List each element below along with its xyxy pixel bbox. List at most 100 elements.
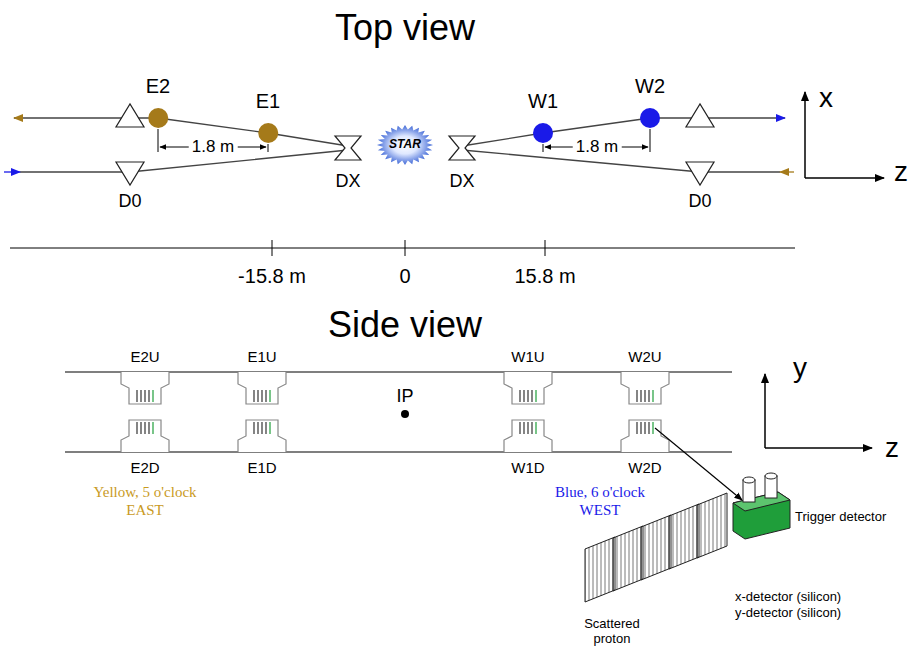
diagram-label: E2D [130,459,159,476]
view-title: Side view [328,304,482,345]
diagram-label: E2U [130,348,159,365]
roman-pot [269,422,270,434]
diagram-label: W1D [511,459,544,476]
roman-pot [152,422,153,434]
roman-pot [621,420,669,452]
interaction-point [401,410,409,418]
diagram-label: Yellow, 5 o'clock [93,484,196,501]
roman-pot [148,422,149,434]
roman-pot-station: W1 [525,90,561,143]
silicon-plane [641,515,671,580]
roman-pot [648,390,649,402]
diagram-label: W2D [628,459,661,476]
roman-pot [253,390,254,402]
diagram-label: y [793,352,807,384]
trigger-detector [733,492,790,539]
roman-pot [527,390,528,402]
roman-pot [136,390,137,402]
axis-arrow [805,92,884,178]
axis-arrow [804,92,806,178]
diagram-label: D0 [118,191,141,212]
diagram-label: 0 [399,265,410,288]
roman-pot [144,390,145,402]
diagram-label: Trigger detector [795,510,886,525]
beam-line [20,150,348,172]
diagram-label: Scattered proton [576,617,648,647]
silicon-plane [697,493,727,558]
roman-pot [261,422,262,434]
roman-pot [238,372,286,404]
diagram-label: E1U [247,348,276,365]
diagram-label: DX [449,171,474,192]
d0-magnet [686,162,714,185]
dimension-line [650,129,651,152]
roman-pot-station: W2 [632,75,668,128]
roman-pot [640,422,641,434]
scale-axis [272,240,273,256]
diagram-label: z [894,156,908,188]
station-marker [525,122,561,144]
roman-pot [519,422,520,434]
roman-pot [535,422,536,434]
roman-pot [504,372,552,404]
station-name: E1 [253,90,283,113]
beam-line [462,118,785,146]
silicon-plane [669,504,699,569]
diagram-label: W1U [511,348,544,365]
scale-axis [10,248,795,249]
diagram-label: D0 [688,191,711,212]
detector-burst: STAR [377,125,433,165]
d0-magnet [116,104,144,127]
roman-pot [121,372,169,404]
diagram-label: IP [396,386,413,407]
silicon-plane [613,526,643,591]
roman-pot [504,420,552,452]
roman-pot [535,390,536,402]
roman-pot [636,422,637,434]
roman-pot [644,422,645,434]
trigger-detector [733,492,790,511]
roman-pot [523,390,524,402]
roman-pot [121,372,669,452]
d0-magnet [686,104,714,127]
roman-pot [644,390,645,402]
trigger-detector [765,473,777,479]
roman-pot [265,390,266,402]
station-marker [253,122,283,144]
roman-pot [636,390,637,402]
roman-pot [140,390,141,402]
roman-pot [652,390,653,402]
roman-pot [527,422,528,434]
roman-pot [640,390,641,402]
station-marker [148,108,168,128]
view-title: Top view [335,7,475,48]
roman-pot [648,422,649,434]
roman-pot [261,390,262,402]
dx-magnet [335,136,361,160]
roman-pot [238,420,286,452]
roman-pot-station: E2 [143,75,173,128]
d0-magnet [116,104,714,185]
station-name: W2 [632,75,668,98]
beam-line [14,118,348,146]
diagram-label: 1.8 m [573,137,622,157]
detector-name: STAR [389,138,421,152]
roman-pot [531,390,532,402]
diagram-label: z [885,432,899,464]
diagram-label: DX [335,171,360,192]
roman-pot [144,422,145,434]
axis-arrow [764,374,766,448]
diagram-label: 15.8 m [514,265,575,288]
station-name: E2 [143,75,173,98]
diagram-label: -15.8 m [238,265,306,288]
roman-pot [121,420,169,452]
roman-pot [148,390,149,402]
roman-pot [257,390,258,402]
roman-pot [253,422,254,434]
diagram-label: E1D [247,459,276,476]
station-marker [640,108,660,128]
roman-pot [531,422,532,434]
axis-arrow [765,374,872,448]
scale-axis [10,240,795,256]
dimension-line [158,129,159,152]
